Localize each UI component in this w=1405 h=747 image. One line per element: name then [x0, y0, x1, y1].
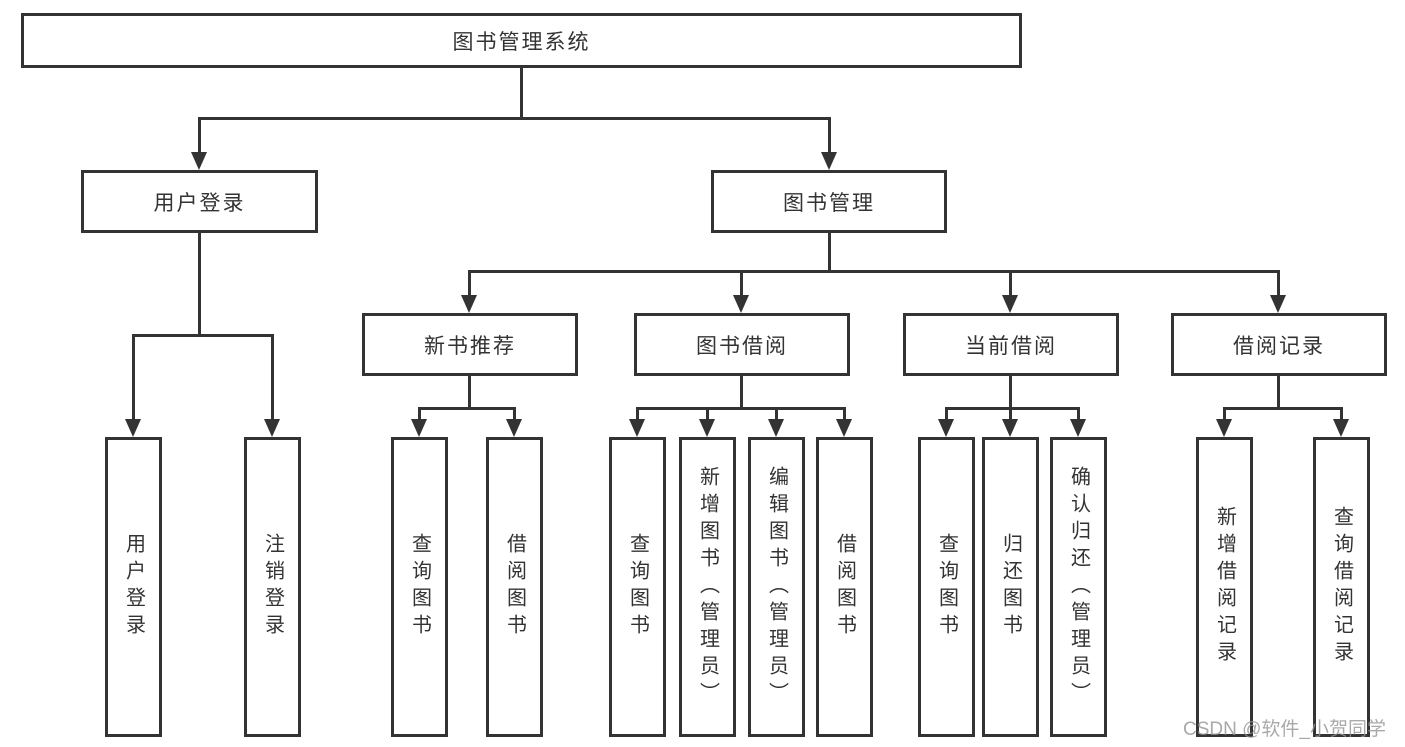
node-leaf-bor-edit-book: 编辑图书（管理员） [748, 437, 805, 737]
connector-line [843, 407, 846, 421]
watermark: CSDN @软件_小贺同学 [1183, 719, 1386, 740]
node-leaf-bor-edit-book-label: 编辑图书（管理员） [765, 465, 788, 709]
connector-line [775, 407, 778, 421]
connector-line [1009, 407, 1012, 421]
arrow-down-icon [836, 419, 852, 437]
connector-line [1223, 407, 1343, 410]
node-leaf-cur-confirm-return-label: 确认归还（管理员） [1067, 465, 1090, 709]
node-current-borrow: 当前借阅 [903, 313, 1119, 376]
connector-line [1223, 407, 1226, 421]
node-leaf-rec-query-book-label: 查询图书 [408, 533, 431, 641]
node-current-borrow-label: 当前借阅 [965, 334, 1057, 358]
arrow-down-icon [1270, 295, 1286, 313]
node-root: 图书管理系统 [21, 13, 1022, 68]
connector-line [740, 376, 743, 409]
node-leaf-bor-borrow-book: 借阅图书 [816, 437, 873, 737]
connector-line [271, 334, 274, 422]
arrow-down-icon [1002, 419, 1018, 437]
node-leaf-rec2-query-record-label: 查询借阅记录 [1330, 506, 1353, 668]
connector-line [828, 233, 831, 272]
connector-line [945, 407, 948, 421]
arrow-down-icon [1002, 295, 1018, 313]
node-leaf-bor-add-book-label: 新增图书（管理员） [696, 465, 719, 709]
node-user-login: 用户登录 [81, 170, 318, 233]
connector-line [132, 334, 135, 422]
node-book-borrow: 图书借阅 [634, 313, 850, 376]
arrow-down-icon [733, 295, 749, 313]
connector-line [198, 233, 201, 336]
arrow-down-icon [1333, 419, 1349, 437]
arrow-down-icon [191, 152, 207, 170]
arrow-down-icon [938, 419, 954, 437]
arrow-down-icon [461, 295, 477, 313]
connector-line [1277, 376, 1280, 409]
node-leaf-bor-add-book: 新增图书（管理员） [679, 437, 736, 737]
arrow-down-icon [629, 419, 645, 437]
connector-line [1009, 270, 1012, 298]
node-leaf-rec-query-book: 查询图书 [391, 437, 448, 737]
arrow-down-icon [821, 152, 837, 170]
arrow-down-icon [125, 419, 141, 437]
node-leaf-login: 用户登录 [105, 437, 162, 737]
arrow-down-icon [1216, 419, 1232, 437]
node-new-book-rec-label: 新书推荐 [424, 334, 516, 358]
arrow-down-icon [699, 419, 715, 437]
connector-line [468, 270, 1280, 273]
connector-line [418, 407, 421, 421]
connector-line [636, 407, 846, 410]
node-leaf-cur-query-book: 查询图书 [918, 437, 975, 737]
node-leaf-bor-query-book: 查询图书 [609, 437, 666, 737]
connector-line [636, 407, 639, 421]
connector-line [198, 117, 201, 155]
node-root-label: 图书管理系统 [452, 30, 591, 54]
arrow-down-icon [411, 419, 427, 437]
connector-line [1009, 376, 1012, 409]
node-leaf-cur-query-book-label: 查询图书 [935, 533, 958, 641]
connector-line [468, 270, 471, 298]
connector-line [740, 270, 743, 298]
node-leaf-cur-return-book: 归还图书 [982, 437, 1039, 737]
connector-line [706, 407, 709, 421]
node-leaf-rec-borrow-book: 借阅图书 [486, 437, 543, 737]
node-borrow-records-label: 借阅记录 [1233, 334, 1325, 358]
arrow-down-icon [1070, 419, 1086, 437]
node-book-borrow-label: 图书借阅 [696, 334, 788, 358]
arrow-down-icon [506, 419, 522, 437]
node-leaf-cur-return-book-label: 归还图书 [999, 533, 1022, 641]
connector-line [1077, 407, 1080, 421]
arrow-down-icon [768, 419, 784, 437]
node-leaf-bor-query-book-label: 查询图书 [626, 533, 649, 641]
connector-line [828, 117, 831, 155]
node-leaf-login-label: 用户登录 [122, 533, 145, 641]
node-borrow-records: 借阅记录 [1171, 313, 1387, 376]
connector-line [1340, 407, 1343, 421]
arrow-down-icon [264, 419, 280, 437]
connector-line [945, 407, 1080, 410]
node-book-mgmt-label: 图书管理 [783, 191, 875, 215]
node-leaf-rec-borrow-book-label: 借阅图书 [503, 533, 526, 641]
node-new-book-rec: 新书推荐 [362, 313, 578, 376]
connector-line [520, 68, 523, 118]
node-leaf-rec2-add-record: 新增借阅记录 [1196, 437, 1253, 737]
connector-line [513, 407, 516, 421]
node-leaf-logout: 注销登录 [244, 437, 301, 737]
connector-line [468, 376, 471, 409]
node-user-login-label: 用户登录 [153, 191, 246, 215]
node-leaf-cur-confirm-return: 确认归还（管理员） [1050, 437, 1107, 737]
node-leaf-rec2-add-record-label: 新增借阅记录 [1213, 506, 1236, 668]
node-leaf-rec2-query-record: 查询借阅记录 [1313, 437, 1370, 737]
node-leaf-bor-borrow-book-label: 借阅图书 [833, 533, 856, 641]
connector-line [198, 117, 831, 120]
node-book-mgmt: 图书管理 [711, 170, 947, 233]
connector-line [132, 334, 274, 337]
node-leaf-logout-label: 注销登录 [261, 533, 284, 641]
connector-line [1277, 270, 1280, 298]
connector-line [418, 407, 516, 410]
